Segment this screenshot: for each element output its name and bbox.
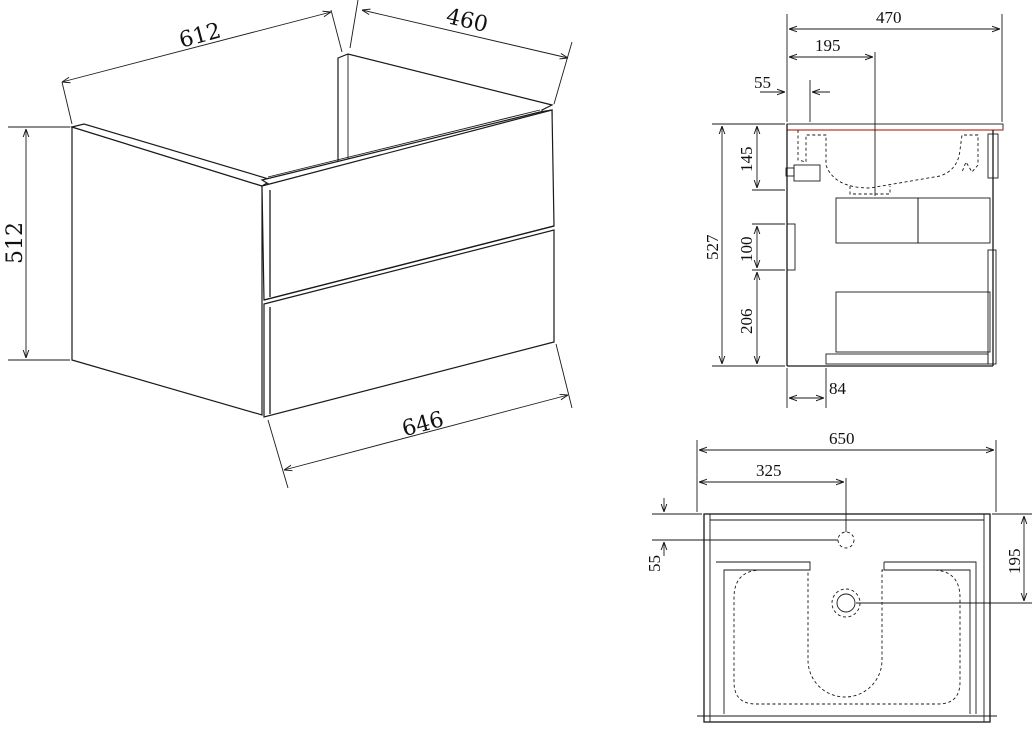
top-view: 650 325 55 195 [645, 429, 1032, 723]
dim-line-612 [62, 12, 331, 82]
dim-label-84: 84 [829, 379, 847, 398]
dim-label-512: 512 [3, 222, 28, 264]
drain-outer [831, 588, 861, 618]
lower-front-panel [987, 249, 997, 365]
top-rail-line [267, 109, 541, 178]
upper-drawer-box [835, 197, 919, 244]
basin-outline-dashed [733, 569, 961, 705]
lower-drawer-box [835, 291, 991, 353]
lower-drawer-front [263, 229, 555, 418]
ext-line [555, 343, 573, 409]
basin-profile [797, 130, 979, 189]
basin-top [786, 123, 1004, 131]
dim-label-325: 325 [756, 461, 782, 480]
upper-front-panel [987, 133, 999, 179]
tap-hole [837, 531, 855, 549]
dim-label-646: 646 [400, 407, 447, 442]
dim-label-195-top: 195 [1005, 549, 1024, 575]
drawer-cutout [716, 561, 977, 714]
dim-label-195-side: 195 [815, 36, 841, 55]
ext-line [61, 81, 73, 125]
ext-line [349, 0, 359, 49]
siphon-outlet [785, 167, 795, 177]
side-view: 470 195 55 527 145 100 206 84 [703, 8, 1004, 408]
ext-line [267, 419, 289, 489]
plinth-base [825, 353, 989, 365]
dim-label-527: 527 [703, 234, 722, 260]
dim-label-460: 460 [444, 4, 491, 38]
dim-label-650: 650 [829, 429, 855, 448]
dim-label-100: 100 [737, 237, 756, 263]
top-outline [703, 513, 991, 723]
dim-label-206: 206 [737, 309, 756, 335]
dim-label-470: 470 [876, 8, 902, 27]
dim-line-460 [362, 10, 568, 58]
ext-line [553, 41, 573, 105]
top-inner-outline [709, 513, 985, 723]
dim-label-145: 145 [737, 147, 756, 173]
isometric-view: 612 460 512 646 [3, 0, 573, 489]
dim-label-55-side: 55 [754, 73, 771, 92]
drain-outline [849, 186, 891, 195]
dim-line-646 [284, 395, 568, 470]
dim-label-55-top: 55 [645, 555, 664, 572]
drain-inner [836, 593, 856, 613]
siphon-box [793, 164, 821, 182]
ext-line [330, 9, 343, 53]
dim-label-612: 612 [177, 19, 224, 54]
upper-drawer-box-2 [917, 197, 991, 244]
handle-profile [786, 223, 796, 271]
drawer-gap-line [263, 225, 555, 301]
